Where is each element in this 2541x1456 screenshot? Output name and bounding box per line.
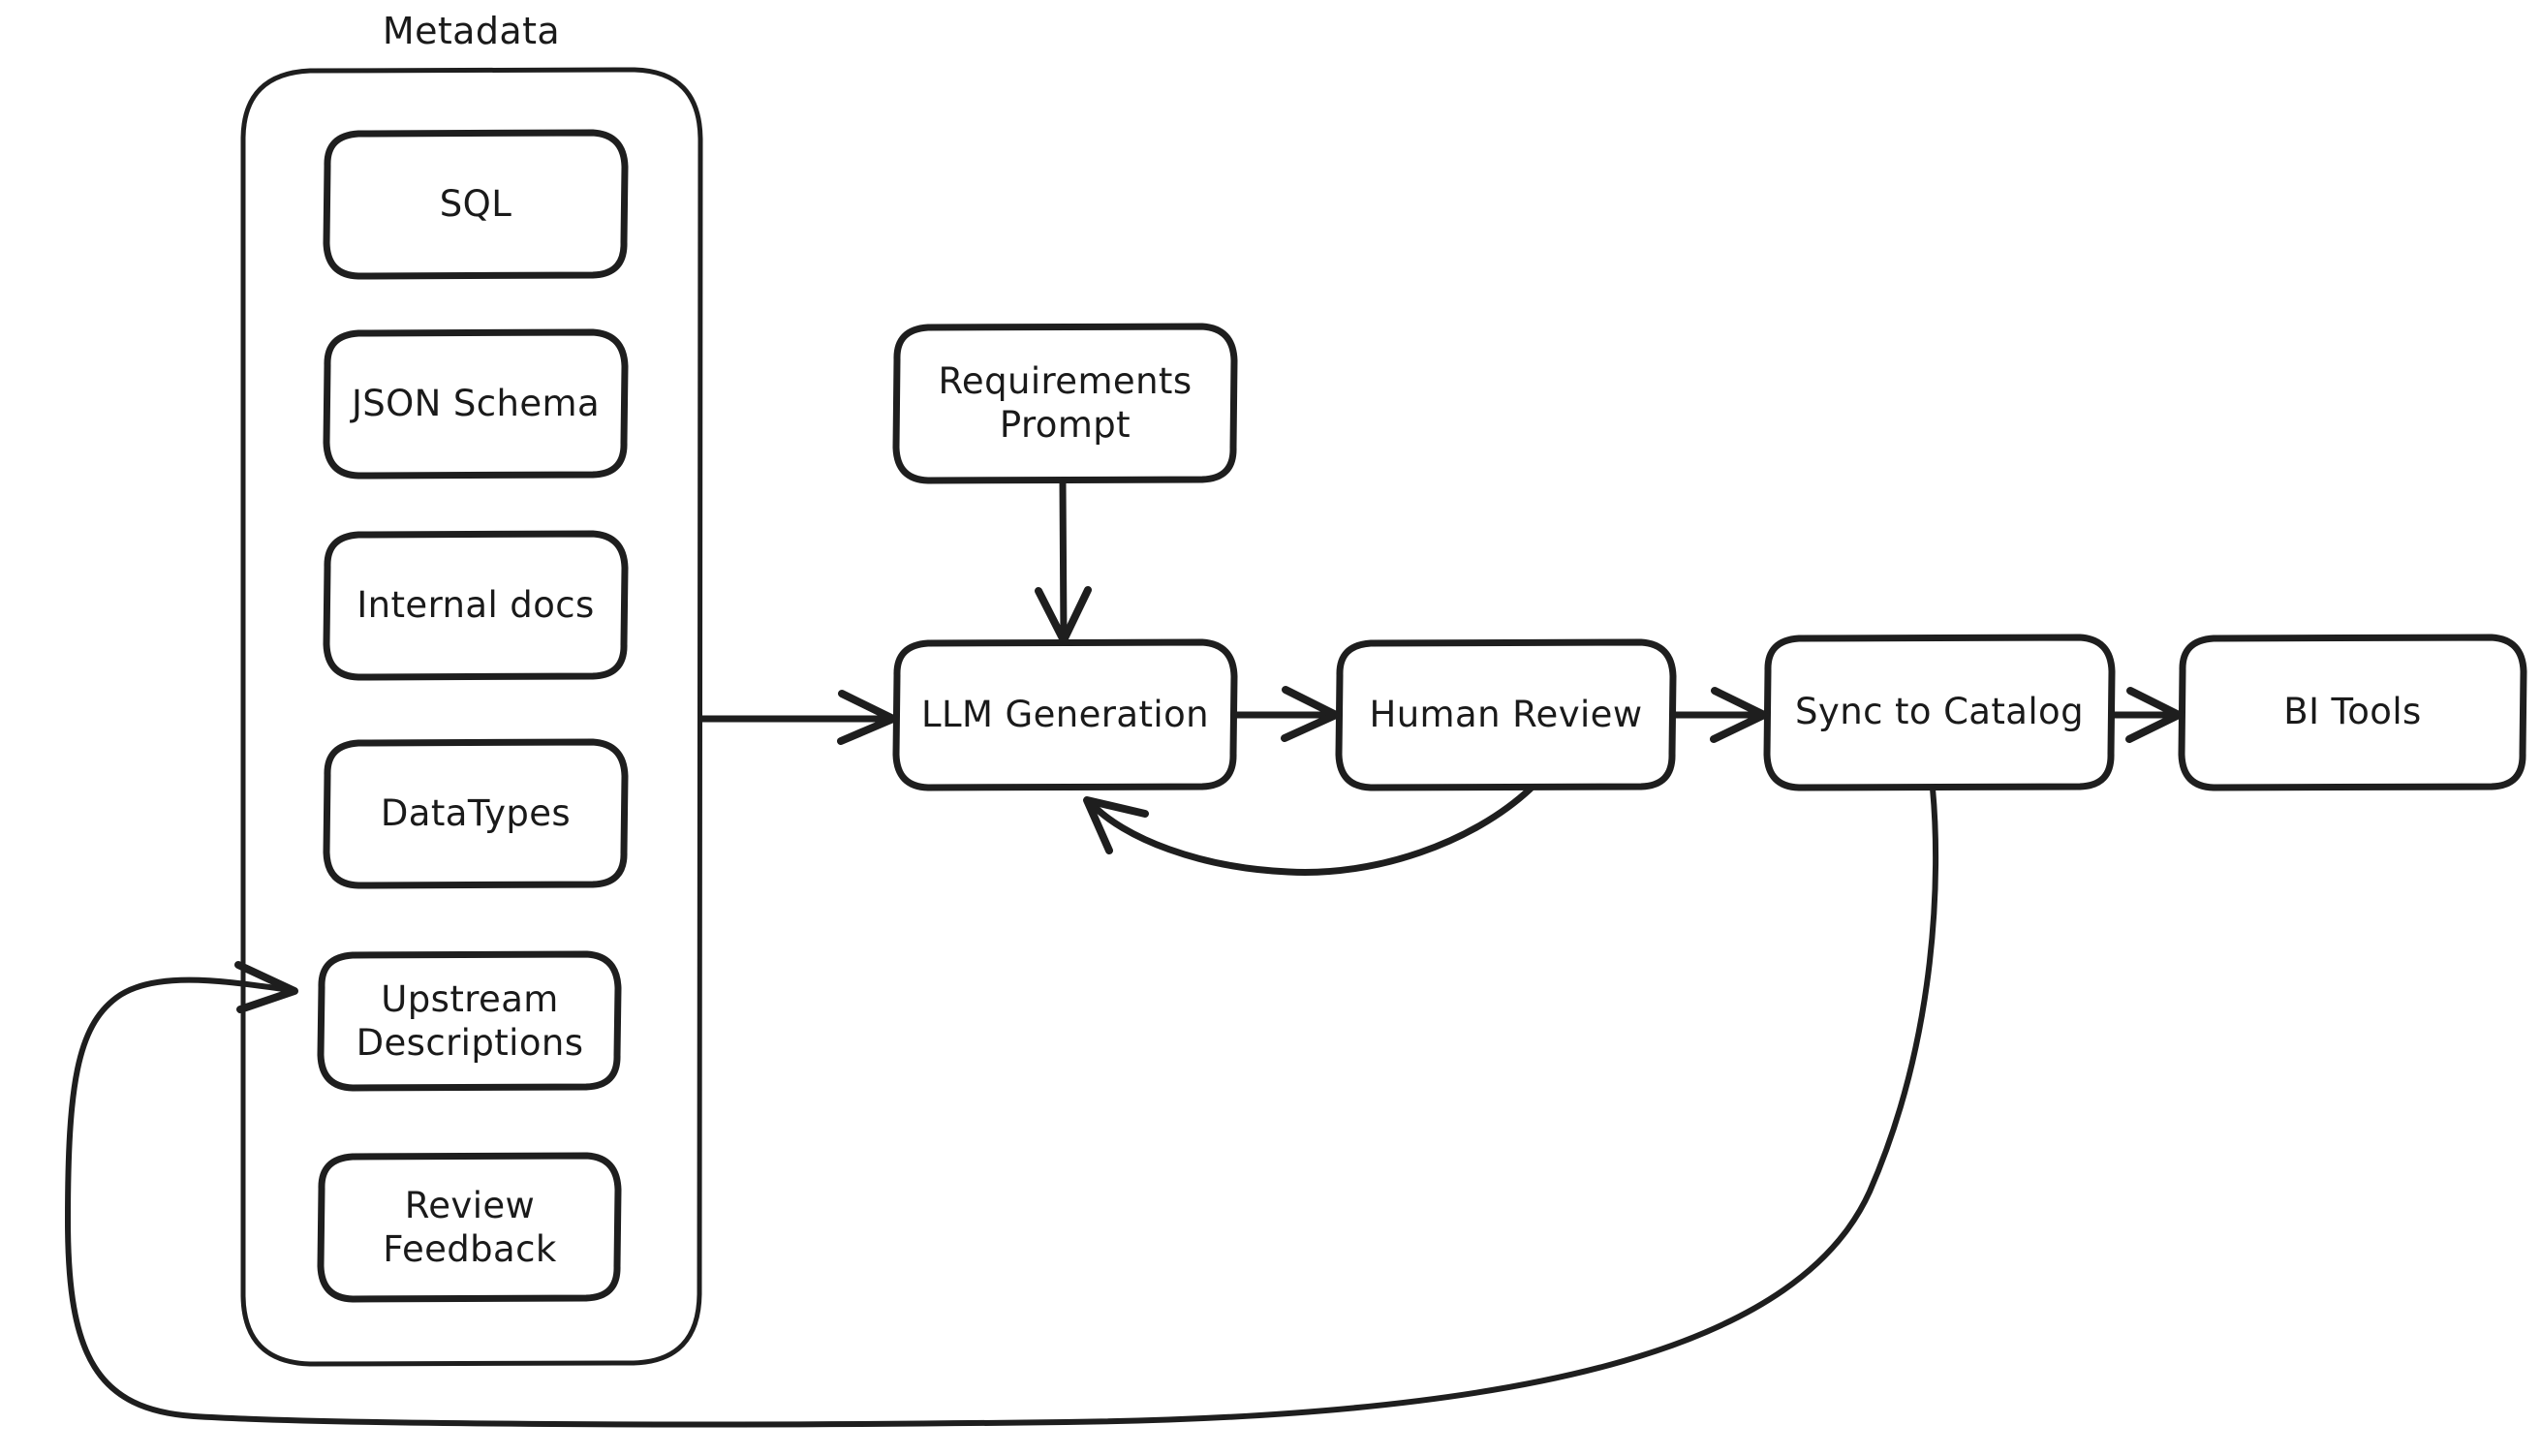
node-sync-to-catalog-shape[interactable]: [1763, 634, 2116, 791]
edge-human-review-to-sync-to-catalog: [1672, 687, 1768, 743]
node-bi-tools-shape[interactable]: [2178, 634, 2527, 791]
node-upstream-descriptions-shape[interactable]: [317, 950, 622, 1092]
node-datatypes-shape[interactable]: [323, 738, 629, 889]
edge-catalog-to-upstream-descriptions-loop: [65, 786, 1939, 1428]
node-sql-shape[interactable]: [323, 129, 629, 280]
edge-requirements-prompt-to-llm-generation: [1035, 479, 1092, 644]
edge-metadata-to-llm-generation: [697, 690, 897, 745]
edge-human-review-feedback-loop: [1083, 785, 1534, 876]
node-human-review-shape[interactable]: [1335, 638, 1677, 791]
node-requirements-prompt-shape[interactable]: [892, 323, 1238, 484]
edge-sync-to-catalog-to-bi-tools: [2111, 687, 2183, 743]
node-llm-generation-shape[interactable]: [892, 638, 1238, 791]
edge-llm-generation-to-human-review: [1233, 686, 1340, 742]
node-json-schema-shape[interactable]: [323, 328, 629, 480]
node-review-feedback-shape[interactable]: [317, 1152, 622, 1303]
node-internal-docs-shape[interactable]: [323, 530, 629, 681]
